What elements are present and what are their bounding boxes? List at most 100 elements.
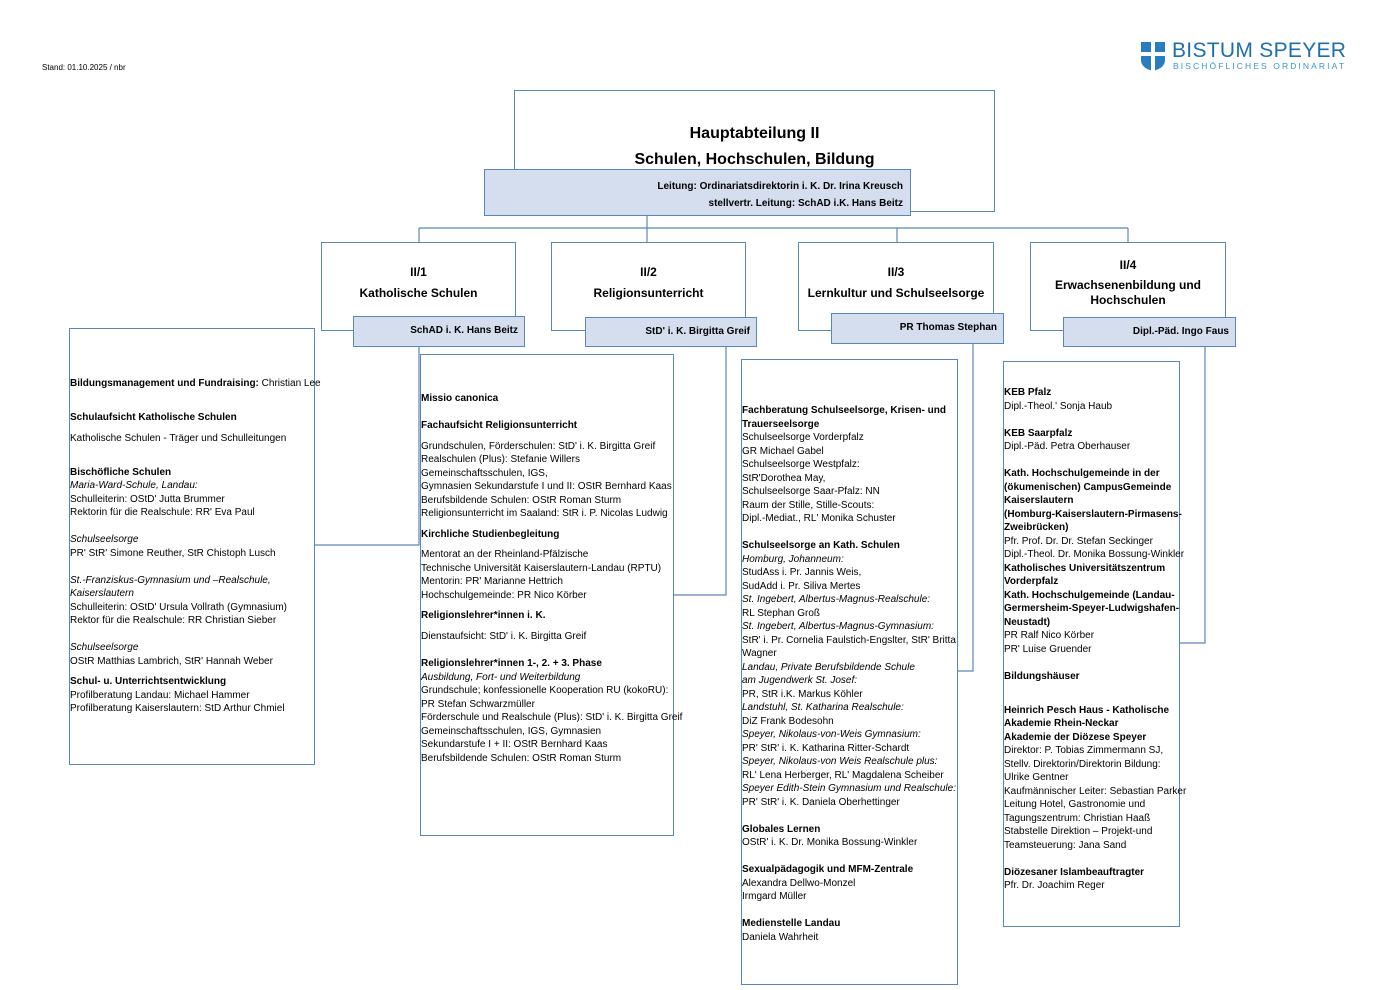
detail-line: Grundschulen, Förderschulen: StD' i. K. … xyxy=(421,440,656,452)
detail-line: DiZ Frank Bodesohn xyxy=(742,715,834,727)
detail-line: Schulseelsorge Saar-Pfalz: NN xyxy=(742,486,880,497)
department-1-details: Bildungsmanagement und Fundraising: Chri… xyxy=(69,328,321,765)
detail-heading: Neustadt) xyxy=(1004,616,1051,628)
detail-line: Speyer, Nikolaus-von Weis Realschule plu… xyxy=(742,756,938,767)
department-code: II/3 xyxy=(887,265,905,279)
detail-heading: Katholisches Universitätszentrum xyxy=(1004,562,1166,574)
detail-line: Pfr. Prof. Dr. Dr. Stefan Seckinger xyxy=(1004,535,1153,547)
detail-line: Gemeinschaftsschulen, IGS, xyxy=(421,467,548,479)
detail-line: Stellv. Direktorin/Direktorin Bildung: xyxy=(1004,758,1161,770)
detail-line: Teamsteuerung: Jana Sand xyxy=(1004,839,1127,851)
department-lead-1: SchAD i. K. Hans Beitz xyxy=(353,316,525,347)
detail-line: Sekundarstufe I + II: OStR Bernhard Kaas xyxy=(421,739,608,750)
detail-line: Pfr. Dr. Joachim Reger xyxy=(1004,880,1105,891)
main-leadership-box: Leitung: Ordinariatsdirektorin i. K. Dr.… xyxy=(484,169,911,216)
cross-shield-icon xyxy=(1141,42,1165,71)
detail-heading: Kath. Hochschulgemeinde (Landau- xyxy=(1004,589,1175,601)
detail-line: Schulseelsorge Westpfalz: xyxy=(742,459,860,470)
detail-heading: Akademie der Diözese Speyer xyxy=(1004,731,1147,743)
detail-line: Mentorat an der Rheinland-Pfälzische xyxy=(421,549,589,560)
department-lead-3: PR Thomas Stephan xyxy=(831,313,1004,344)
detail-line: Rektor für die Realschule: RR Christian … xyxy=(70,615,277,626)
detail-line: Leitung Hotel, Gastronomie und xyxy=(1004,799,1146,810)
department-name: Religionsunterricht xyxy=(593,286,704,300)
detail-line: Schulseelsorge Vorderpfalz xyxy=(742,432,864,443)
detail-heading: Kirchliche Studienbegleitung xyxy=(421,528,560,540)
detail-line: OStR Matthias Lambrich, StR' Hannah Webe… xyxy=(70,655,273,667)
detail-heading: Bischöfliche Schulen xyxy=(70,466,172,478)
detail-line: Dienstaufsicht: StD' i. K. Birgitta Grei… xyxy=(421,630,587,642)
main-title: Hauptabteilung II xyxy=(689,125,820,142)
detail-heading: Religionslehrer*innen 1-, 2. + 3. Phase xyxy=(421,658,602,669)
detail-line: Stabstelle Direktion – Projekt-und xyxy=(1004,826,1153,837)
detail-line: GR Michael Gabel xyxy=(742,445,824,457)
logo-title: BISTUM SPEYER xyxy=(1172,39,1347,62)
detail-heading: Schulaufsicht Katholische Schulen xyxy=(70,412,237,423)
detail-line: PR' StR' i. K. Katharina Ritter-Schardt xyxy=(742,742,910,754)
detail-heading: KEB Pfalz xyxy=(1004,387,1052,398)
detail-line: Kaufmännischer Leiter: Sebastian Parker xyxy=(1004,785,1187,797)
detail-line: St. Ingebert, Albertus-Magnus-Gymnasium: xyxy=(742,621,934,632)
detail-line: Berufsbildende Schulen: OStR Roman Sturm xyxy=(421,494,622,506)
detail-line: Hochschulgemeinde: PR Nico Körber xyxy=(421,589,587,601)
detail-line: Förderschule und Realschule (Plus): StD'… xyxy=(421,712,683,723)
detail-line: Ulrike Gentner xyxy=(1004,772,1069,783)
detail-heading: Fachaufsicht Religionsunterricht xyxy=(421,420,578,431)
detail-line: StudAss i. Pr. Jannis Weis, xyxy=(742,567,862,578)
detail-line: Dipl.-Mediat., RL' Monika Schuster xyxy=(742,513,896,524)
detail-line: Profilberatung Kaiserslautern: StD Arthu… xyxy=(70,703,285,714)
detail-line: PR' StR' Simone Reuther, StR Chistoph Lu… xyxy=(70,547,276,559)
detail-line: Schulleiterin: OStD' Ursula Vollrath (Gy… xyxy=(70,601,287,613)
department-4-details: KEB Pfalz Dipl.-Theol.' Sonja Haub KEB S… xyxy=(1003,361,1186,927)
detail-line: am Jugendwerk St. Josef: xyxy=(742,675,858,686)
main-deputy-lead-line: stellvertr. Leitung: SchAD i.K. Hans Bei… xyxy=(708,198,903,209)
detail-heading: Kaiserslautern xyxy=(1004,495,1074,506)
detail-line: Grundschule; konfessionelle Kooperation … xyxy=(421,685,669,696)
detail-line: Berufsbildende Schulen: OStR Roman Sturm xyxy=(421,752,622,764)
detail-line: StR' i. Pr. Cornelia Faulstich-Engslter,… xyxy=(742,634,956,646)
detail-heading: KEB Saarpfalz xyxy=(1004,427,1073,439)
detail-line: PR, StR i.K. Markus Köhler xyxy=(742,688,863,700)
detail-heading: Germersheim-Speyer-Ludwigshafen- xyxy=(1004,603,1180,614)
detail-line: StR'Dorothea May, xyxy=(742,472,826,484)
detail-line: PR' Luise Gruender xyxy=(1004,643,1092,655)
detail-line: PR' StR' i. K. Daniela Oberhettinger xyxy=(742,796,900,808)
detail-heading: Heinrich Pesch Haus - Katholische xyxy=(1004,704,1170,716)
detail-heading: Schul- u. Unterrichtsentwicklung xyxy=(70,676,227,687)
department-3-details: Fachberatung Schulseelsorge, Krisen- und… xyxy=(741,359,958,985)
department-2-details: Missio canonica Fachaufsicht Religionsun… xyxy=(420,354,682,836)
detail-heading: Zweibrücken) xyxy=(1004,522,1069,533)
detail-line: Schulseelsorge xyxy=(70,642,139,653)
department-box-4: II/4 Erwachsenenbildung und Hochschulen xyxy=(1030,242,1226,331)
detail-line: Daniela Wahrheit xyxy=(742,931,819,943)
detail-heading: Kath. Hochschulgemeinde in der xyxy=(1004,468,1160,479)
stand-date: Stand: 01.10.2025 / nbr xyxy=(42,63,126,72)
detail-line: Mentorin: PR' Marianne Hettrich xyxy=(421,576,563,587)
detail-line: Realschulen (Plus): Stefanie Willers xyxy=(421,454,580,465)
main-lead-line: Leitung: Ordinariatsdirektorin i. K. Dr.… xyxy=(657,181,903,192)
detail-line: Direktor: P. Tobias Zimmermann SJ, xyxy=(1004,745,1164,756)
detail-line: Landau, Private Berufsbildende Schule xyxy=(742,661,915,673)
detail-line: RL Stephan Groß xyxy=(742,607,821,619)
detail-line: SudAdd i. Pr. Siliva Mertes xyxy=(742,580,861,592)
detail-line: Homburg, Johanneum: xyxy=(742,553,844,565)
detail-heading: Medienstelle Landau xyxy=(742,918,841,929)
detail-line: Wagner xyxy=(742,648,777,659)
bistum-speyer-logo: BISTUM SPEYER BISCHÖFLICHES ORDINARIAT xyxy=(1140,39,1365,74)
detail-line: Profilberatung Landau: Michael Hammer xyxy=(70,689,250,701)
detail-line: Kaiserslautern xyxy=(70,588,134,599)
detail-line: Raum der Stille, Stille-Scouts: xyxy=(742,499,875,511)
detail-heading: Trauerseelsorge xyxy=(742,418,820,430)
detail-line: Ausbildung, Fort- und Weiterbildung xyxy=(421,671,581,683)
department-name: Lernkultur und Schulseelsorge xyxy=(807,286,985,300)
detail-heading: Schulseelsorge an Kath. Schulen xyxy=(742,540,900,551)
detail-line: RL' Lena Herberger, RL' Magdalena Scheib… xyxy=(742,769,944,781)
detail-line: Katholische Schulen - Träger und Schulle… xyxy=(70,432,287,444)
detail-line: Gemeinschaftsschulen, IGS, Gymnasien xyxy=(421,725,602,737)
detail-line: St. Ingebert, Albertus-Magnus-Realschule… xyxy=(742,594,931,605)
detail-line: Alexandra Dellwo-Monzel xyxy=(742,877,856,889)
detail-line: Landstuhl, St. Katharina Realschule: xyxy=(742,702,904,713)
detail-line: Maria-Ward-Schule, Landau: xyxy=(70,480,198,491)
detail-heading: Religionslehrer*innen i. K. xyxy=(421,610,546,621)
